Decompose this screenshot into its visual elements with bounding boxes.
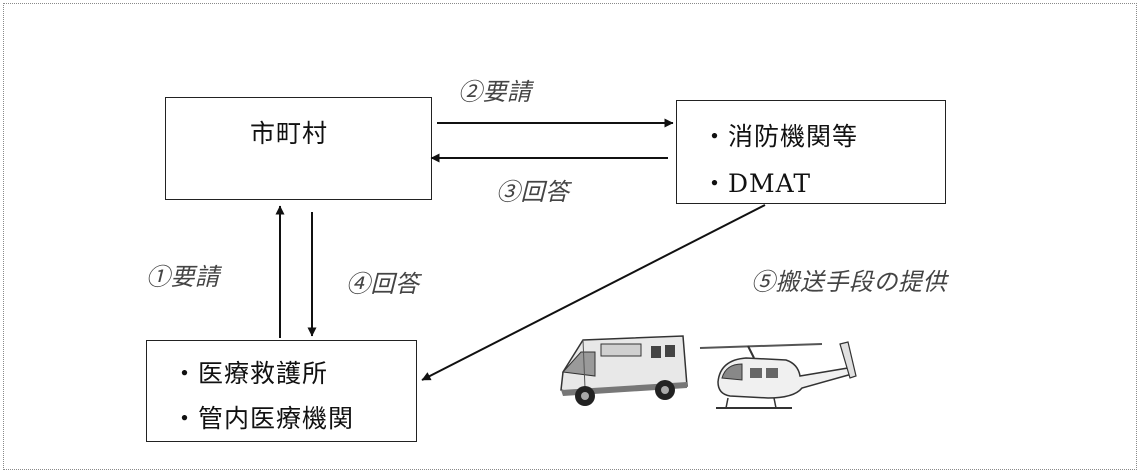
municipality-box [165, 97, 432, 200]
label-request-1: ①要請 [146, 263, 220, 291]
municipality-label: 市町村 [250, 119, 329, 148]
diagram-frame [3, 3, 1137, 470]
label-transport-5: ⑤搬送手段の提供 [751, 268, 947, 296]
label-answer-3: ③回答 [496, 178, 570, 206]
dmat-label: ・DMAT [702, 169, 812, 198]
label-request-2: ②要請 [458, 78, 532, 106]
medical-box [146, 340, 417, 442]
fire-dept-label: ・消防機関等 [702, 122, 859, 151]
ambulance-icon [560, 335, 688, 406]
fire-dept-box [676, 100, 946, 204]
arrow-transport-5 [421, 204, 766, 381]
medical-relief-label: ・医療救護所 [172, 359, 329, 388]
helicopter-icon [699, 341, 857, 409]
label-answer-4: ④回答 [346, 270, 420, 298]
local-medical-label: ・管内医療機関 [172, 404, 355, 433]
